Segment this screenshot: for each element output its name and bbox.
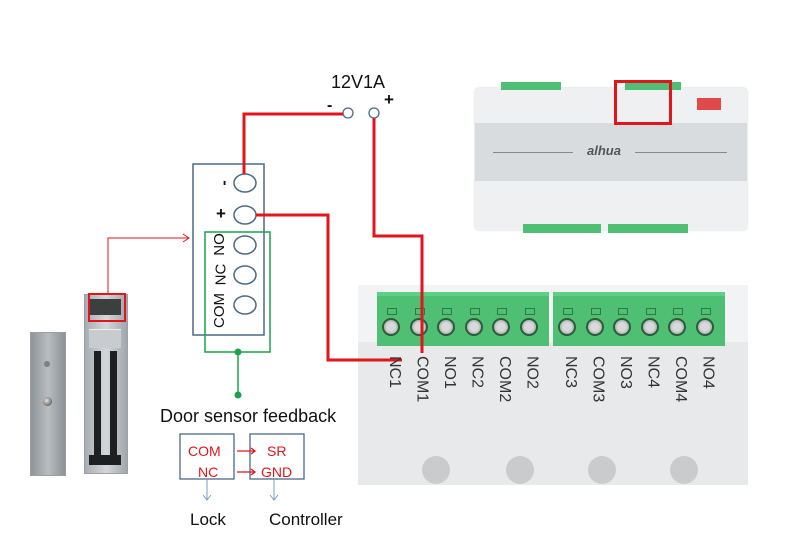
terminal-screw[interactable]	[382, 318, 400, 336]
terminal-label-com1: COM1	[413, 356, 431, 403]
terminal-screw[interactable]	[613, 318, 631, 336]
terminal-slot	[442, 308, 452, 315]
terminal-screw[interactable]	[437, 318, 455, 336]
terminal-screw[interactable]	[695, 318, 714, 336]
feedback-lock-com: COM	[188, 443, 221, 459]
terminal-label-com2: COM2	[496, 356, 513, 403]
relay-led-1	[422, 456, 450, 484]
terminal-label-com3: COM3	[589, 356, 607, 403]
wire-lock-plus-to-nc1	[256, 213, 402, 362]
relay-led-3	[588, 456, 616, 484]
controller-terminal-highlight	[614, 80, 672, 125]
feedback-controller-sr: SR	[267, 443, 287, 459]
power-terminal-plus	[368, 107, 380, 119]
lock-caption: Lock	[190, 510, 226, 529]
terminal-label-nc2: NC2	[468, 356, 486, 389]
sensor-junction-dot	[234, 348, 242, 356]
lock-pointer-line	[107, 237, 189, 293]
terminal-label-no1: NO1	[441, 356, 458, 389]
terminal-screw[interactable]	[464, 318, 483, 336]
terminal-slot	[563, 308, 573, 315]
terminal-label-no3: NO3	[617, 356, 634, 389]
terminal-slot	[524, 308, 535, 315]
terminal-slot	[590, 308, 601, 315]
lock-label-nc: NC	[212, 263, 230, 286]
terminal-block-2	[553, 292, 725, 346]
terminal-label-no2: NO2	[523, 356, 541, 389]
terminal-hole-no	[233, 235, 257, 255]
terminal-hole-nc	[233, 265, 257, 285]
feedback-controller-gnd: GND	[261, 464, 293, 480]
feedback-title: Door sensor feedback	[160, 406, 337, 426]
lock-label-minus: -	[215, 180, 233, 186]
lock-pointer-arrowhead	[182, 233, 190, 243]
wire-minus	[242, 112, 343, 174]
lock-strike-plate	[30, 332, 66, 476]
power-supply-label: 12V1A	[331, 72, 386, 92]
terminal-label-com4: COM4	[672, 356, 689, 403]
relay-led-2	[506, 456, 534, 484]
feedback-controller-box	[249, 433, 305, 480]
terminal-screw[interactable]	[640, 318, 659, 336]
terminal-screw[interactable]	[558, 318, 576, 336]
lock-terminal-box	[192, 163, 265, 336]
terminal-slot	[645, 308, 656, 315]
terminal-slot	[700, 308, 711, 315]
relay-led-4	[670, 456, 698, 484]
terminal-slot	[469, 308, 480, 315]
feedback-lock-nc: NC	[198, 464, 219, 480]
power-plus-label: +	[384, 90, 394, 109]
terminal-hole-minus	[233, 173, 257, 193]
wire-plus-to-com1	[372, 118, 424, 353]
terminal-block-1	[377, 292, 549, 346]
terminal-slot	[673, 308, 683, 315]
controller-brand-logo: alhua	[587, 143, 621, 158]
terminal-label-no4: NO4	[699, 356, 717, 389]
terminal-screw[interactable]	[668, 318, 686, 336]
controller-caption: Controller	[269, 510, 343, 529]
lock-terminal-holes	[233, 173, 257, 315]
terminal-label-nc3: NC3	[562, 356, 579, 389]
terminal-screw[interactable]	[492, 318, 510, 336]
power-terminal-minus	[342, 107, 354, 119]
lock-label-no: NO	[210, 233, 228, 256]
terminal-slot	[414, 308, 425, 315]
terminal-screw[interactable]	[519, 318, 538, 336]
controller-device-photo: alhua	[475, 82, 747, 233]
lock-terminal-highlight	[88, 293, 126, 322]
terminal-slot	[618, 308, 628, 315]
lock-label-com: COM	[211, 293, 228, 328]
terminal-label-nc4: NC4	[644, 356, 662, 389]
lock-magnet-body	[84, 294, 128, 474]
lock-label-plus: +	[216, 204, 226, 223]
terminal-screw[interactable]	[585, 318, 604, 336]
terminal-slot	[387, 308, 397, 315]
terminal-slot	[497, 308, 507, 315]
power-minus-label: -	[327, 97, 333, 114]
terminal-hole-plus	[233, 205, 257, 225]
terminal-label-nc1: NC1	[386, 356, 403, 389]
terminal-hole-com	[233, 295, 257, 315]
